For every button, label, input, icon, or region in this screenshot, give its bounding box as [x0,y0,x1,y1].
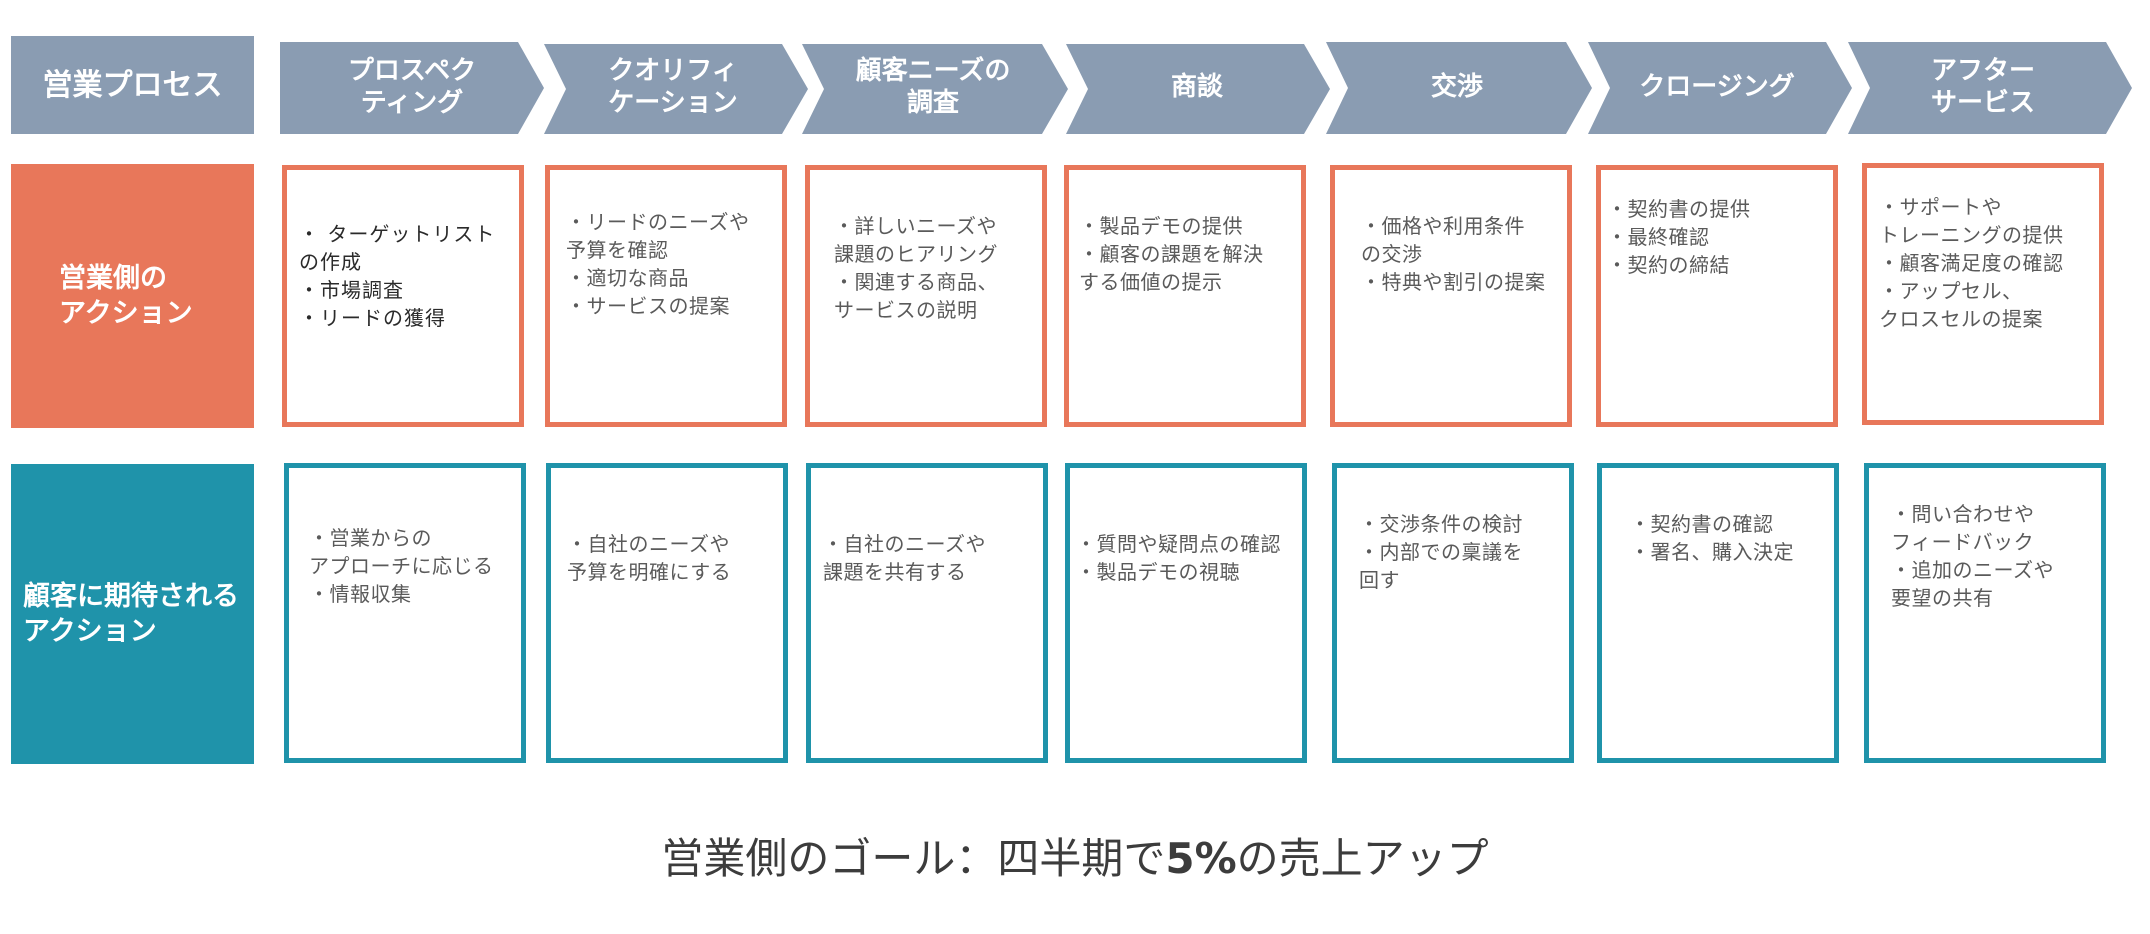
sales-action-card-5: ・価格や利用条件 の交渉 ・特典や割引の提案 [1330,165,1572,427]
row-label-process-text: 営業プロセス [42,67,223,103]
row-label-process: 営業プロセス [11,36,254,134]
stage-title-1: プロスペク ティング [347,55,477,119]
customer-action-card-4: ・質問や疑問点の確認 ・製品デモの視聴 [1065,463,1307,763]
sales-goal-percent: 5% [1165,834,1237,883]
customer-action-card-1: ・営業からの アプローチに応じる ・情報収集 [284,463,526,763]
stage-chevron-4 [1066,44,1330,134]
sales-action-card-1: ・ ターゲットリスト の作成 ・市場調査 ・リードの獲得 [282,165,524,427]
sales-action-card-4: ・製品デモの提供 ・顧客の課題を解決 する価値の提示 [1064,165,1306,427]
stage-chevron-3 [802,44,1068,134]
row-label-sales-actions: 営業側の アクション [11,164,254,428]
row-label-customer-actions-text: 顧客に期待される アクション [23,580,239,647]
row-label-sales-actions-text: 営業側の アクション [59,262,193,329]
stage-title-3: 顧客ニーズの 調査 [855,55,1011,119]
customer-action-card-2: ・自社のニーズや 予算を明確にする [546,463,788,763]
sales-action-card-6: ・契約書の提供 ・最終確認 ・契約の締結 [1596,165,1838,427]
process-chevrons [280,42,2132,134]
stage-title-7: アフター サービス [1930,55,2035,119]
stage-title-4: 商談 [1170,71,1223,102]
sales-action-card-2: ・リードのニーズや 予算を確認 ・適切な商品 ・サービスの提案 [545,165,787,427]
stage-chevron-2 [544,44,808,134]
sales-goal-prefix: 営業側のゴール：四半期で [661,834,1166,883]
sales-goal-suffix: の売上アップ [1236,834,1489,883]
stage-chevron-1 [280,42,544,134]
sales-action-card-7: ・サポートや トレーニングの提供 ・顧客満足度の確認 ・アップセル、 クロスセル… [1862,163,2104,425]
row-label-customer-actions: 顧客に期待される アクション [11,464,254,764]
sales-goal: 営業側のゴール：四半期で5%の売上アップ [0,825,2150,886]
stage-title-6: クロージング [1639,71,1795,102]
sales-action-card-3: ・詳しいニーズや 課題のヒアリング ・関連する商品、 サービスの説明 [805,165,1047,427]
customer-action-card-7: ・問い合わせや フィードバック ・追加のニーズや 要望の共有 [1864,463,2106,763]
customer-action-card-6: ・契約書の確認 ・署名、購入決定 [1597,463,1839,763]
customer-action-card-5: ・交渉条件の検討 ・内部での稟議を 回す [1332,463,1574,763]
stage-chevron-5 [1326,42,1592,134]
customer-action-card-3: ・自社のニーズや 課題を共有する [806,463,1048,763]
stage-chevron-6 [1588,42,1852,134]
stage-title-5: 交渉 [1430,71,1483,102]
stage-title-2: クオリフィ ケーション [608,55,738,119]
stage-chevron-7 [1848,42,2132,134]
